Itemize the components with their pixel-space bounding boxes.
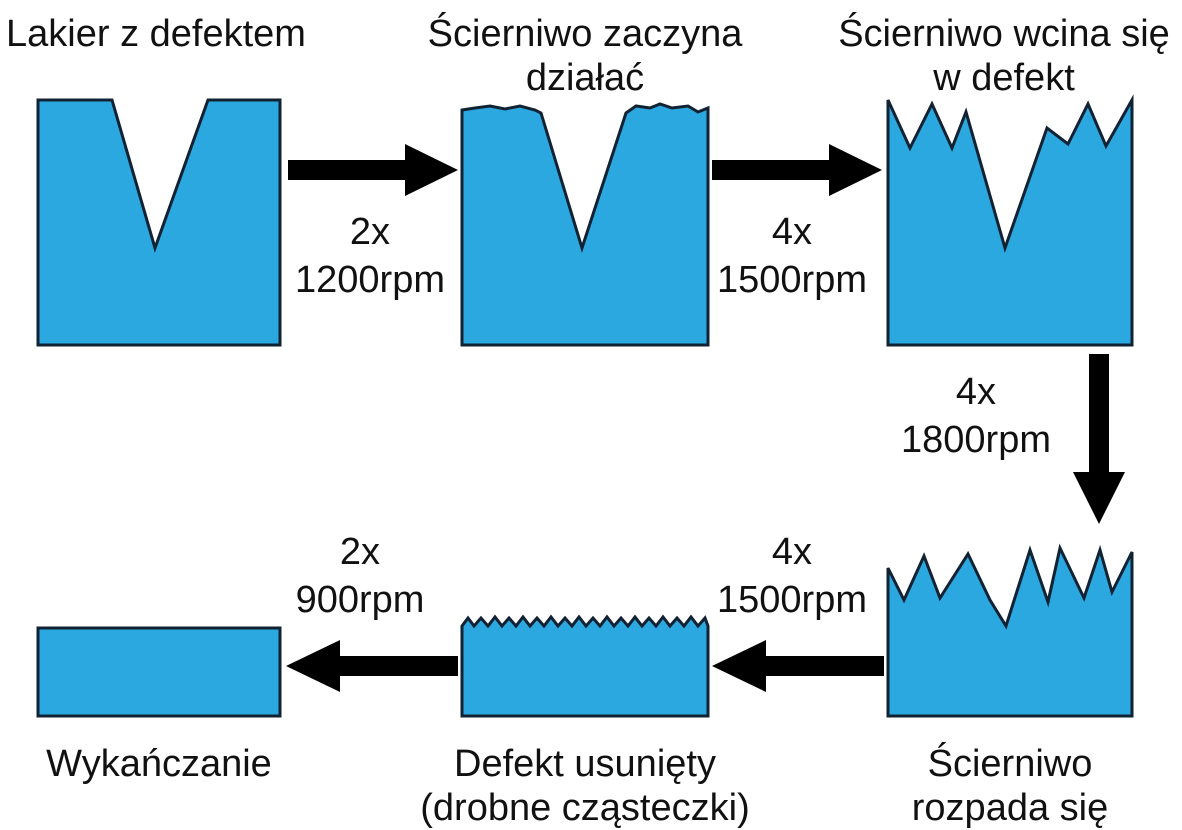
step3-label: 4x 1800rpm: [886, 368, 1066, 464]
step1-label: 2x 1200rpm: [280, 208, 460, 304]
stage6-label-line1: Wykańczanie: [46, 743, 272, 785]
arrow-left-1: [712, 640, 884, 692]
step5-label: 2x 900rpm: [270, 528, 450, 624]
stage1-label: Lakier z defektem: [0, 12, 312, 56]
stage3-label-line1: Ścierniwo wcina się: [838, 13, 1170, 55]
stage6-label: Wykańczanie: [0, 742, 318, 786]
stage3-block: [886, 94, 1134, 347]
step4-speed: 1500rpm: [717, 579, 867, 621]
arrow-down: [1073, 354, 1125, 524]
stage4-block: [886, 543, 1134, 718]
stage2-block: [460, 102, 710, 347]
step1-speed: 1200rpm: [295, 259, 445, 301]
step3-speed: 1800rpm: [901, 419, 1051, 461]
stage5-block: [460, 614, 710, 718]
stage2-label-line2: działać: [525, 57, 645, 99]
step4-passes: 4x: [771, 531, 813, 573]
stage3-label-line2: w defekt: [933, 57, 1075, 99]
step5-speed: 900rpm: [295, 579, 425, 621]
stage2-label: Ścierniwo zaczyna działać: [405, 12, 765, 100]
stage4-label: Ścierniwo rozpada się: [872, 742, 1148, 830]
stage1-label-line1: Lakier z defektem: [6, 13, 306, 55]
step1-passes: 2x: [349, 211, 391, 253]
stage5-label-line1: Defekt usunięty: [454, 743, 716, 785]
stage1-block: [36, 98, 282, 347]
step2-speed: 1500rpm: [717, 259, 867, 301]
stage5-label-line2: (drobne cząsteczki): [420, 787, 750, 829]
stage2-label-line1: Ścierniwo zaczyna: [427, 13, 743, 55]
step4-label: 4x 1500rpm: [702, 528, 882, 624]
arrow-right-1: [288, 144, 458, 196]
step5-passes: 2x: [339, 531, 381, 573]
stage5-label: Defekt usunięty (drobne cząsteczki): [405, 742, 765, 830]
stage6-block: [36, 626, 282, 718]
step2-passes: 4x: [771, 211, 813, 253]
arrow-left-2: [286, 640, 458, 692]
stage4-label-line1: Ścierniwo: [927, 743, 1093, 785]
stage4-label-line2: rozpada się: [911, 787, 1109, 829]
step2-label: 4x 1500rpm: [702, 208, 882, 304]
arrow-right-2: [712, 144, 882, 196]
step3-passes: 4x: [955, 371, 997, 413]
stage3-label: Ścierniwo wcina się w defekt: [826, 12, 1182, 100]
